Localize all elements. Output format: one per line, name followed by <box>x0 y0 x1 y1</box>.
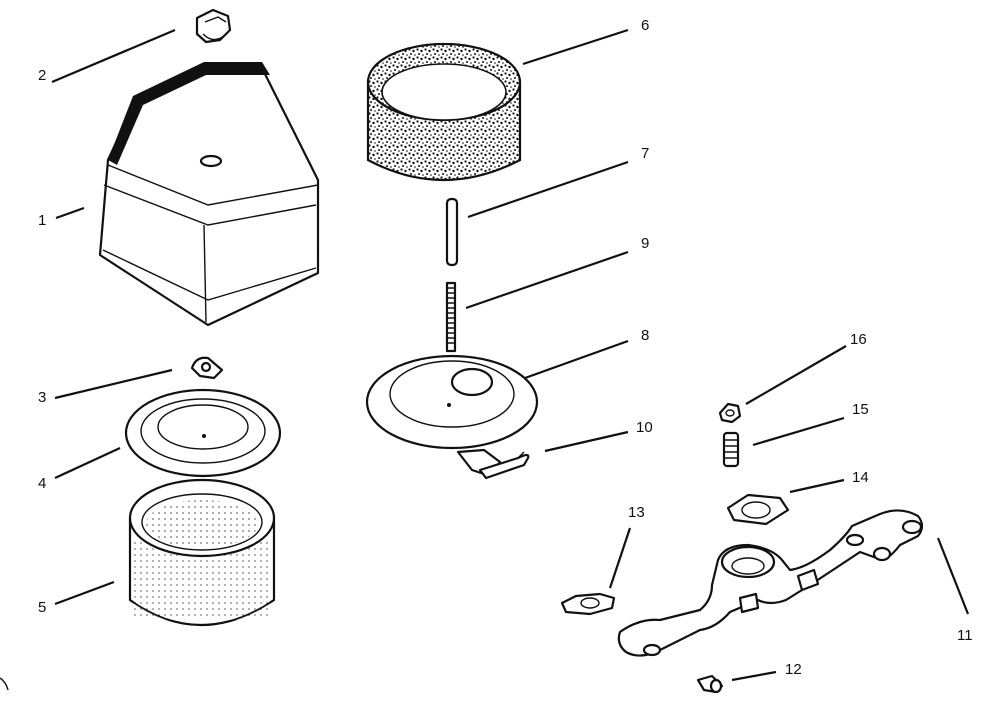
callout-9: 9 <box>641 235 649 252</box>
callout-1: 1 <box>38 212 46 229</box>
callout-13: 13 <box>628 504 645 521</box>
callout-5: 5 <box>38 599 46 616</box>
leader-line-2 <box>51 28 176 84</box>
leader-line-3 <box>54 368 173 400</box>
base-plate-part <box>365 354 539 478</box>
foam-precleaner-part <box>366 42 522 181</box>
intake-manifold-part <box>617 509 924 657</box>
callout-4: 4 <box>38 475 46 492</box>
leader-line-11 <box>936 537 970 615</box>
callout-16: 16 <box>850 331 867 348</box>
leader-line-7 <box>467 160 629 219</box>
leader-line-9 <box>465 250 629 310</box>
corner-mark <box>0 677 9 691</box>
leader-line-13 <box>608 527 632 589</box>
cover-knob-part <box>195 8 232 44</box>
callout-14: 14 <box>852 469 869 486</box>
callout-2: 2 <box>38 67 46 84</box>
leader-lines <box>51 28 970 682</box>
bolt-part <box>696 674 724 694</box>
leader-line-14 <box>789 478 845 494</box>
threaded-stud-part <box>445 281 457 353</box>
leader-line-12 <box>731 670 777 682</box>
leader-line-15 <box>752 416 845 447</box>
cover-plate-part <box>124 388 282 478</box>
callout-7: 7 <box>641 145 649 162</box>
callout-3: 3 <box>38 389 46 406</box>
air-filter-element-part <box>128 478 276 626</box>
callout-11: 11 <box>957 627 973 644</box>
leader-line-8 <box>524 339 629 380</box>
wing-nut-part <box>190 356 224 380</box>
breather-tube-part <box>478 451 530 480</box>
air-cleaner-cover-part <box>98 62 320 327</box>
leader-line-16 <box>745 345 847 405</box>
callout-12: 12 <box>785 661 802 678</box>
leader-line-10 <box>544 430 629 453</box>
leader-line-4 <box>54 447 121 479</box>
leader-line-1 <box>55 206 85 220</box>
leader-line-5 <box>54 580 115 606</box>
end-gasket-part <box>560 592 616 616</box>
manifold-gasket-part <box>726 493 790 526</box>
short-stud-part <box>722 431 740 468</box>
leader-line-6 <box>522 28 629 66</box>
callout-10: 10 <box>636 419 653 436</box>
callout-8: 8 <box>641 327 649 344</box>
nut-part <box>718 402 742 424</box>
stud-tube-part <box>445 197 459 267</box>
callout-15: 15 <box>852 401 869 418</box>
callout-labels: 1 2 3 4 5 6 7 8 9 10 11 12 13 14 15 16 <box>38 17 973 678</box>
callout-6: 6 <box>641 17 649 34</box>
